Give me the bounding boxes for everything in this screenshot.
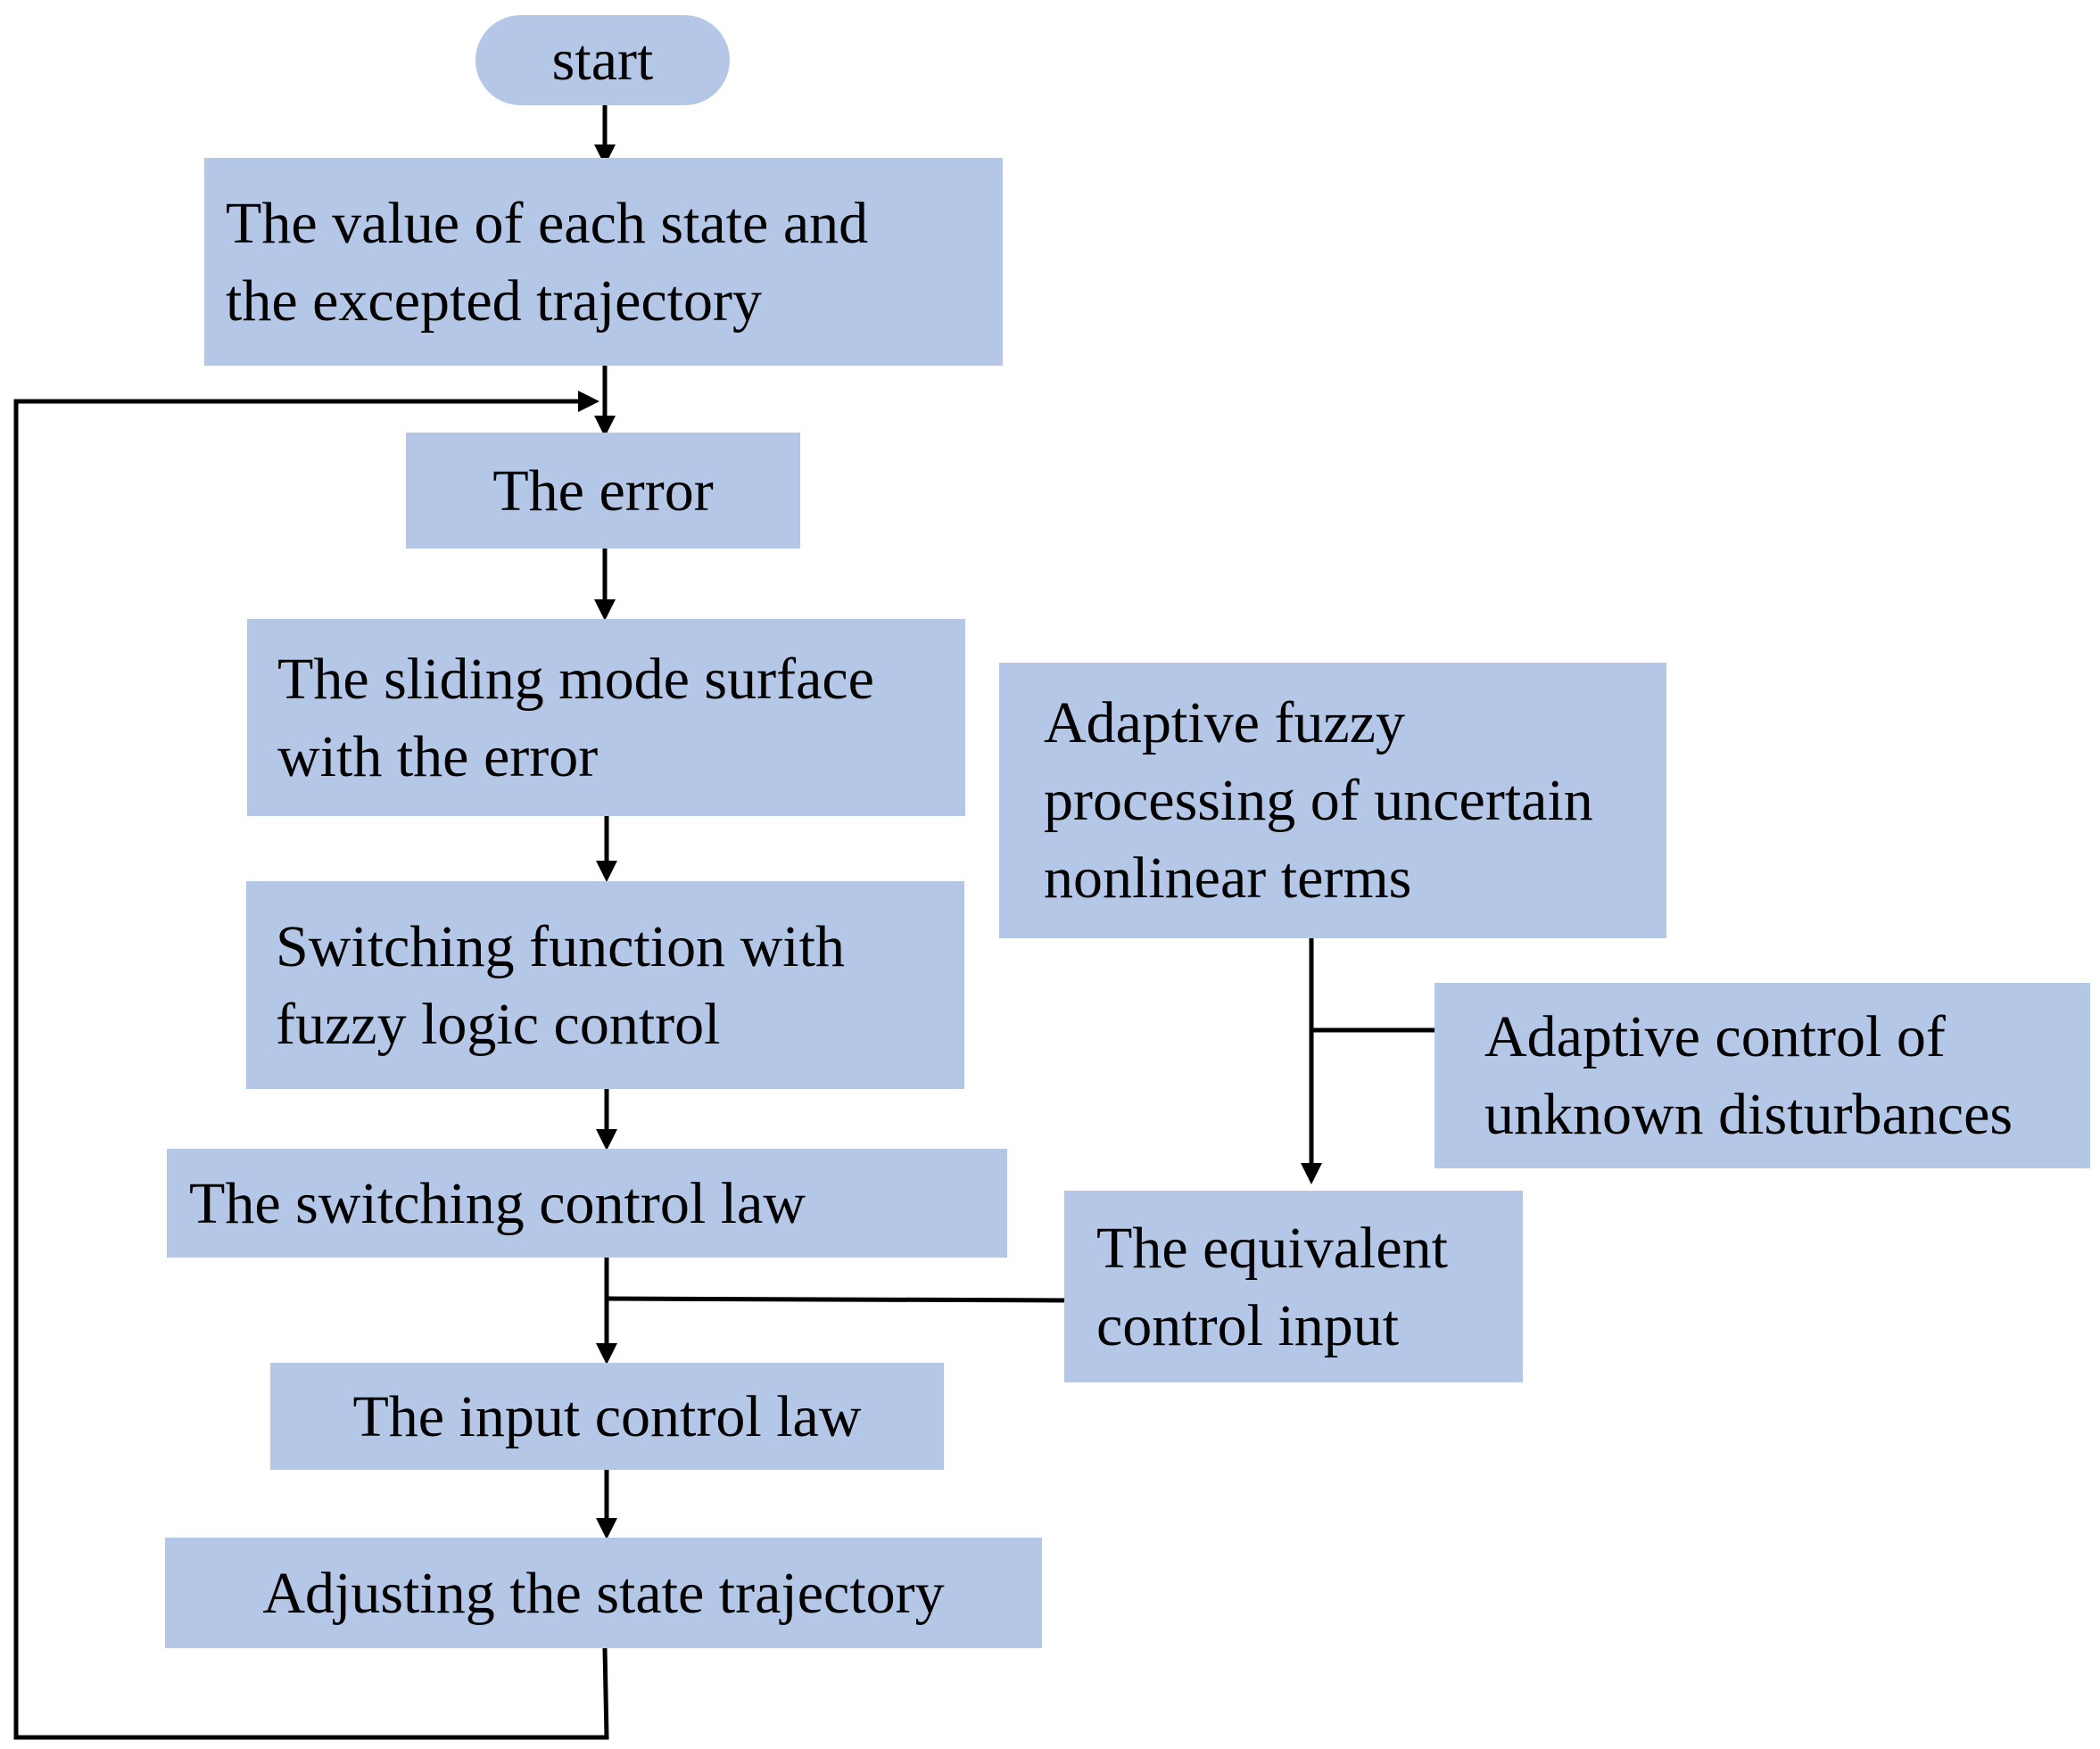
error-box: The error — [406, 433, 800, 549]
switching-function-label: Switching function with fuzzy logic cont… — [276, 913, 845, 1057]
connector-equivalent-input-to-junction — [604, 1296, 1067, 1303]
connector-switching-function-to-switching-law — [596, 1086, 617, 1151]
state-values-box: The value of each state and the excepted… — [204, 158, 1003, 366]
start-label: start — [551, 28, 654, 93]
connector-feedback-loop — [13, 391, 609, 1740]
state-values-label: The value of each state and the excepted… — [226, 190, 869, 334]
connector-input-law-to-adjusting — [596, 1467, 617, 1539]
switching-law-label: The switching control law — [189, 1170, 806, 1236]
equivalent-input-box: The equivalent control input — [1064, 1191, 1523, 1382]
input-law-label: The input control law — [352, 1383, 862, 1449]
connector-switching-law-to-input-law — [596, 1255, 617, 1365]
adjusting-label: Adjusting the state trajectory — [262, 1560, 945, 1626]
adaptive-disturbance-label: Adaptive control of unknown disturbances — [1484, 1004, 2013, 1147]
connector-state-values-to-error — [594, 363, 616, 437]
connector-sliding-surface-to-switching-function — [596, 813, 617, 882]
adaptive-fuzzy-box: Adaptive fuzzy processing of uncertain n… — [999, 663, 1666, 938]
switching-function-box: Switching function with fuzzy logic cont… — [246, 881, 964, 1089]
connector-error-to-sliding-surface — [594, 546, 616, 621]
sliding-surface-label: The sliding mode surface with the error — [277, 646, 874, 789]
input-law-box: The input control law — [270, 1363, 944, 1470]
adjusting-box: Adjusting the state trajectory — [165, 1538, 1042, 1648]
connector-adaptive-fuzzy-to-equivalent-input — [1301, 936, 1322, 1184]
adaptive-fuzzy-label: Adaptive fuzzy processing of uncertain n… — [1044, 690, 1593, 911]
error-label: The error — [492, 458, 714, 524]
start-node: start — [475, 15, 730, 105]
adaptive-disturbance-box: Adaptive control of unknown disturbances — [1434, 983, 2090, 1168]
connector-start-to-state-values — [594, 103, 616, 166]
sliding-surface-box: The sliding mode surface with the error — [247, 619, 965, 816]
switching-law-box: The switching control law — [167, 1149, 1007, 1258]
equivalent-input-label: The equivalent control input — [1096, 1215, 1449, 1358]
